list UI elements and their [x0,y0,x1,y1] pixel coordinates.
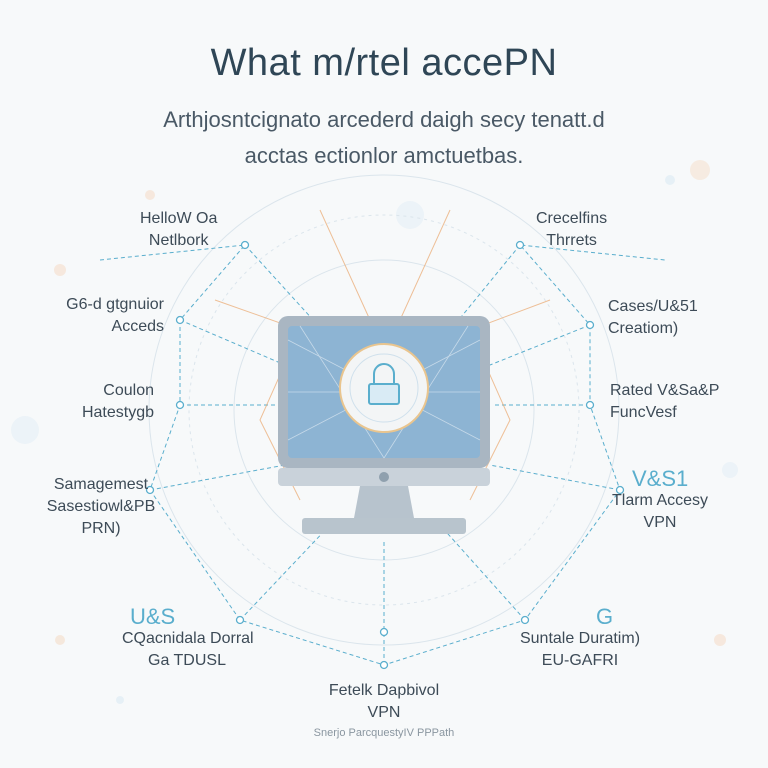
background-dots [11,160,738,704]
label-line: Fetelk Dapbivol [328,682,440,699]
node-icon [615,485,625,495]
lock-icon [368,363,400,405]
label-line: Samagemest [53,476,149,493]
label-line: Acceds [111,318,164,335]
footer-text: Snerjo ParcquestyIV PPPath [313,727,455,739]
node-icon [145,485,155,495]
label-mid-right-upper: Cases/U&51 Creatiom) [608,296,698,340]
label-line: VPN [643,514,677,531]
label-line: Hatestygb [81,404,154,421]
label-bottom-left: CQacnidala Dorral Ga TDUSL [122,628,254,672]
node-icon [585,320,595,330]
label-top-right: Crecelfins Thrrets [536,208,607,252]
label-line: CQacnidala Dorral [122,630,254,647]
node-icon [520,615,530,625]
node-icon [175,400,185,410]
label-line: Tlarm Accesy [612,492,709,509]
monitor-icon [278,316,490,534]
label-line: HelloW Oa [140,210,218,227]
label-lower-right: Tlarm Accesy VPN [612,490,708,534]
node-icon [175,315,185,325]
label-lower-left: Samagemest Sasestiowl&PB PRN) [46,474,156,540]
side-code-right: G [596,604,614,629]
label-line: Rated V&Sa&P [610,382,720,399]
node-icon [585,400,595,410]
node-icon [379,627,389,637]
side-code-left: U&S [130,604,176,629]
label-mid-left: Coulon Hatestygb [30,380,154,424]
label-line: Netlbork [148,232,209,249]
node-icon [379,660,389,670]
node-icon [240,240,250,250]
label-line: PRN) [81,520,121,537]
label-line: EU-GAFRI [541,652,619,669]
label-line: Thrrets [546,232,597,249]
node-icons [145,240,625,670]
side-code-right-mid: V&S1 [632,466,689,491]
label-bottom-center: Fetelk Dapbivol VPN [309,680,459,724]
label-line: Crecelfins [536,210,608,227]
label-line: Cases/U&51 [608,298,698,315]
label-line: G6-d gtgnuior [66,296,164,313]
label-top-left: HelloW Oa Netlbork [140,208,217,252]
node-icon [235,615,245,625]
label-line: Sasestiowl&PB [46,498,156,515]
label-line: Ga TDUSL [148,652,226,669]
label-line: Creatiom) [608,320,679,337]
label-mid-left-upper: G6-d gtgnuior Acceds [60,294,164,338]
node-icon [515,240,525,250]
label-line: VPN [367,704,401,721]
subtitle-line-1: Arthjosntcignato arcederd daigh secy ten… [163,107,605,132]
subtitle-line-2: acctas ectionlor amctuetbas. [244,143,524,168]
label-bottom-right: Suntale Duratim) EU-GAFRI [510,628,650,672]
label-line: Coulon [103,382,154,399]
label-mid-right: Rated V&Sa&P FuncVesf [610,380,719,424]
label-line: Suntale Duratim) [519,630,641,647]
subtitle: Arthjosntcignato arcederd daigh secy ten… [84,102,684,174]
label-line: FuncVesf [610,404,677,421]
page-title: What m/rtel accePN [210,42,558,84]
